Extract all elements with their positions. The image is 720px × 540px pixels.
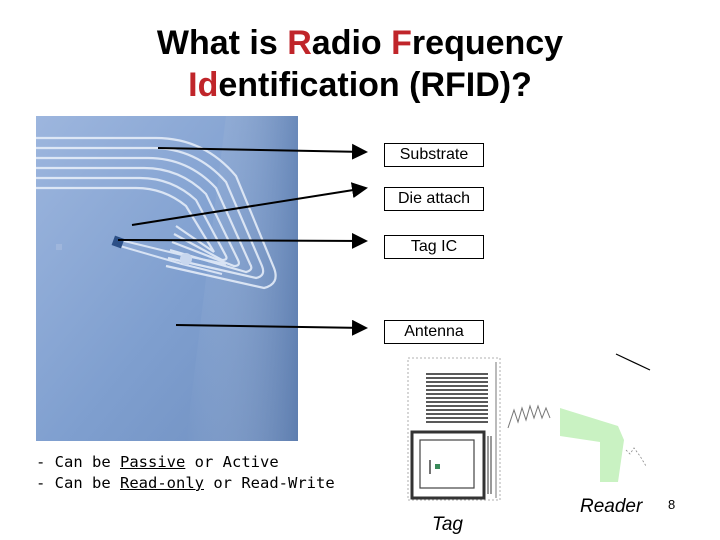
bullet-item: - Can be Read-only or Read-Write <box>36 473 335 494</box>
rfid-tag-photo <box>36 116 298 441</box>
caption-tag: Tag <box>432 514 463 535</box>
label-antenna: Antenna <box>384 320 484 344</box>
title-accent-id: Id <box>188 66 219 104</box>
title-line-1: What is Radio Frequency <box>0 22 720 64</box>
bullet-text: or <box>185 453 223 471</box>
title-accent-r: R <box>287 24 312 62</box>
label-die-attach: Die attach <box>384 187 484 211</box>
bullet-text: Read-Write <box>241 474 335 492</box>
title-text: requency <box>411 24 564 62</box>
bullet-underlined: Passive <box>120 453 186 471</box>
title-text: entification (RFID)? <box>218 66 532 104</box>
label-substrate: Substrate <box>384 143 484 167</box>
title-accent-f: F <box>391 24 412 62</box>
bullet-item: - Can be Passive or Active <box>36 452 335 473</box>
bullet-text: - Can be <box>36 453 120 471</box>
label-tag-ic: Tag IC <box>384 235 484 259</box>
slide-title: What is Radio Frequency Identification (… <box>0 22 720 106</box>
bullet-underlined: Read-only <box>120 474 204 492</box>
reader-drawing <box>507 353 651 482</box>
tag-drawing <box>407 357 501 501</box>
feature-bullets: - Can be Passive or Active - Can be Read… <box>36 452 335 494</box>
bullet-text: - Can be <box>36 474 120 492</box>
title-text: adio <box>311 24 392 62</box>
caption-reader: Reader <box>580 496 643 517</box>
bullet-text: Active <box>222 453 279 471</box>
bullet-text: or <box>204 474 242 492</box>
title-line-2: Identification (RFID)? <box>0 64 720 106</box>
title-text: What is <box>156 24 288 62</box>
page-number: 8 <box>668 497 676 512</box>
